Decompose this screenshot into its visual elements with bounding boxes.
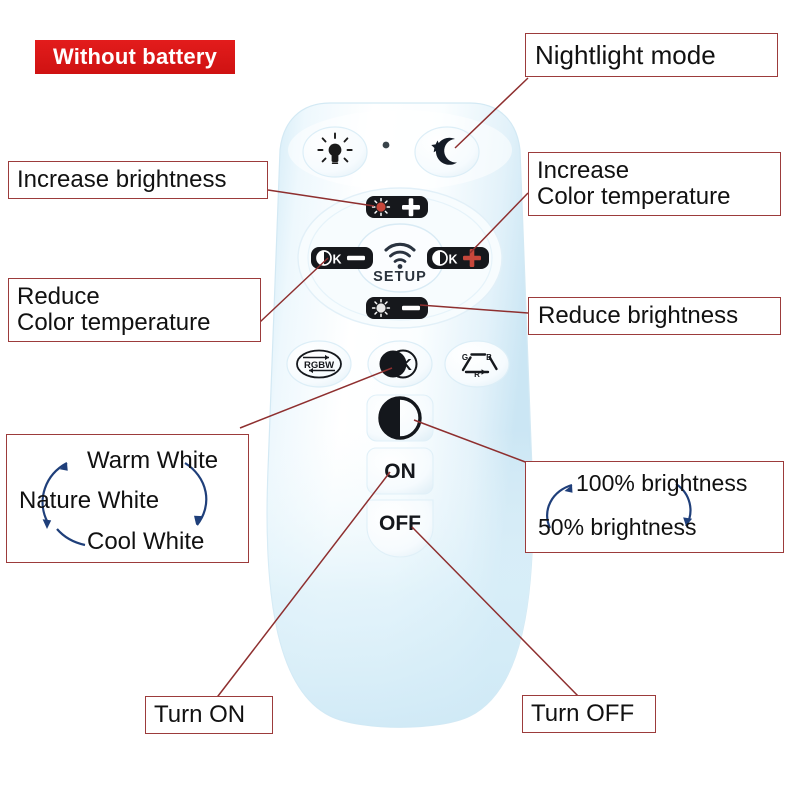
callout-turn-on-label: Turn ON: [154, 701, 246, 729]
leader-reduce-color-temp: [259, 257, 329, 323]
power-off-label: OFF: [379, 512, 421, 535]
cycle-state-warm-white: Warm White: [87, 447, 219, 474]
leader-increase-color-temp: [469, 192, 529, 254]
kelvin-minus-icon: K: [316, 250, 365, 267]
brightness-state-50: 50% brightness: [538, 514, 697, 540]
svg-text:B: B: [486, 353, 492, 362]
callout-increase-brightness-label: Increase brightness: [17, 166, 227, 194]
brightness-down-button[interactable]: [366, 297, 428, 319]
sun-minus-icon: [371, 298, 420, 318]
callout-increase-color-temperature-line2: Color temperature: [537, 183, 731, 210]
power-on-label: ON: [384, 460, 416, 483]
svg-text:RGBW: RGBW: [304, 360, 334, 371]
brightness-up-button[interactable]: [366, 196, 428, 218]
callout-reduce-brightness-label: Reduce brightness: [538, 302, 739, 330]
callout-turn-off: Turn OFF: [522, 695, 656, 733]
arrow-to-warm-white: [59, 463, 68, 471]
callout-reduce-color-temperature-line2: Color temperature: [17, 309, 211, 336]
arrow-to-100-brightness: [564, 485, 573, 493]
led-indicator: [382, 141, 390, 149]
setup-button-label: SETUP: [373, 269, 427, 285]
arrow-to-nature-white: [42, 519, 52, 529]
callout-reduce-color-temperature: Reduce Color temperature: [8, 278, 261, 342]
leader-turn-off: [411, 526, 581, 699]
callout-increase-color-temperature: Increase Color temperature: [528, 152, 781, 216]
rgb-recycle-letters: G B R: [462, 353, 492, 379]
brightness-toggle-button[interactable]: [366, 394, 434, 442]
callout-reduce-color-temperature-line1: Reduce: [17, 283, 100, 311]
svg-text:G: G: [462, 353, 468, 362]
brightness-cycle-arrows: [546, 483, 693, 529]
cycle-state-cool-white: Cool White: [87, 528, 205, 555]
leader-lines: [214, 77, 581, 701]
leader-warmwhite-box: [239, 367, 393, 429]
moon-star-icon: [431, 137, 457, 165]
leader-increase-brightness: [267, 189, 375, 207]
power-off-button[interactable]: OFF: [366, 499, 434, 558]
color-temp-down-button[interactable]: K: [311, 247, 373, 269]
svg-text:R: R: [474, 370, 480, 379]
callout-nightlight-mode-label: Nightlight mode: [535, 39, 716, 70]
callout-turn-on: Turn ON: [145, 696, 273, 734]
leader-turn-on: [214, 471, 391, 701]
svg-text:K: K: [448, 253, 457, 267]
cycle-state-nature-white: Nature White: [19, 487, 160, 514]
color-cycle-arrows: [41, 462, 208, 547]
wifi-dot-icon: [397, 264, 403, 269]
light-bulb-icon: [317, 132, 353, 164]
leader-reduce-brightness: [419, 304, 529, 314]
rgbw-cycle-button[interactable]: [286, 340, 352, 388]
mode-button-row: RGBW K G B: [286, 340, 510, 388]
without-battery-label: Without battery: [52, 44, 218, 69]
svg-text:K: K: [332, 253, 341, 267]
leader-brightness-box: [413, 419, 529, 464]
svg-text:K: K: [400, 357, 412, 374]
brightness-cycle-box: 100% brightness 50% brightness: [525, 461, 784, 553]
white-color-cycle-box: Warm White Nature White Cool White: [6, 434, 249, 563]
wifi-signal-icon: [384, 242, 416, 263]
callout-increase-brightness: Increase brightness: [8, 161, 268, 199]
kelvin-plus-icon: K: [432, 249, 481, 267]
power-on-button[interactable]: ON: [366, 447, 434, 495]
rgbw-loop-icon: RGBW: [296, 349, 342, 379]
leader-nightlight: [454, 77, 529, 149]
callout-increase-color-temperature-line1: Increase: [537, 157, 630, 185]
without-battery-badge: Without battery: [35, 40, 235, 74]
arrow-to-cool-white: [194, 515, 203, 525]
brightness-state-100: 100% brightness: [576, 470, 748, 496]
arrow-to-50-brightness: [683, 517, 693, 526]
callout-reduce-brightness: Reduce brightness: [528, 297, 781, 335]
callout-turn-off-label: Turn OFF: [531, 700, 635, 728]
callout-nightlight-mode: Nightlight mode: [525, 33, 778, 77]
sun-plus-icon: [371, 197, 420, 217]
rgb-cycle-button[interactable]: [444, 340, 510, 388]
directional-pad: SETUP: [297, 187, 503, 329]
color-temp-up-button[interactable]: K: [427, 247, 489, 269]
